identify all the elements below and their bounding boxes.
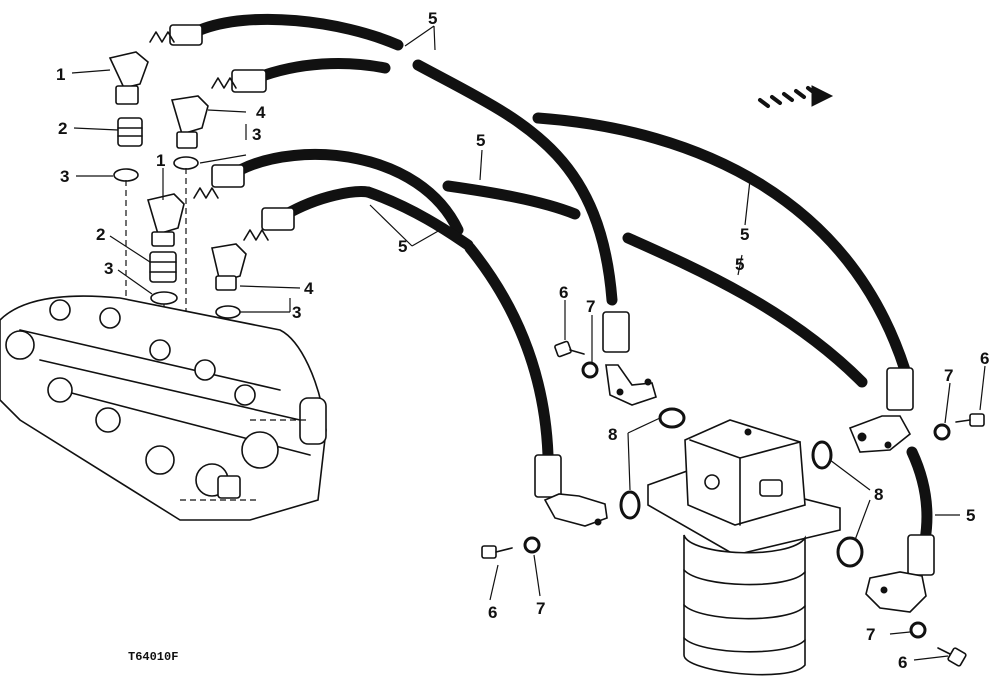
o-ring-8-top — [658, 407, 686, 429]
o-ring-3-top — [113, 168, 139, 182]
o-ring-3-lower-right — [215, 305, 241, 319]
callout-3-upper-right: 3 — [252, 125, 261, 144]
hose-long-arc-to-motor — [412, 59, 618, 306]
callout-7-upper-left: 7 — [586, 297, 595, 316]
callout-5-diagonal: 5 — [735, 255, 744, 274]
o-ring-8-right-bottom — [836, 536, 864, 568]
callout-3-top: 3 — [60, 167, 69, 186]
hose-end-3 — [193, 164, 245, 199]
callout-2-top: 2 — [58, 119, 67, 138]
hose-end-elbow-lower — [534, 454, 608, 527]
hoses — [194, 13, 933, 546]
adapter-2-top — [117, 117, 143, 147]
figure-reference: T64010F — [128, 650, 178, 664]
callout-4-upper: 4 — [256, 103, 266, 122]
callout-7-right: 7 — [944, 366, 953, 385]
leader-lines — [71, 25, 986, 661]
elbow-fitting-1-top — [108, 51, 149, 105]
hydraulic-motor — [647, 419, 841, 676]
o-ring-3-upper-right — [173, 156, 199, 170]
callout-3-lower-right: 3 — [292, 303, 301, 322]
control-valve — [0, 295, 327, 521]
hose-end-lower-right — [865, 534, 935, 613]
callout-6-right: 6 — [980, 349, 989, 368]
hose-end-4 — [243, 207, 295, 241]
callout-7-lower-right: 7 — [866, 625, 875, 644]
washer-7-lower-right — [909, 621, 927, 639]
adapter-2-middle — [149, 251, 177, 283]
o-ring-8-right-top — [811, 440, 833, 470]
front-direction-arrow-icon — [758, 85, 834, 108]
callout-5-left-lower: 5 — [398, 237, 407, 256]
hose-fittings — [149, 24, 935, 613]
hose-end-1 — [149, 24, 203, 46]
callout-1-top: 1 — [56, 65, 65, 84]
callout-4-lower: 4 — [304, 279, 314, 298]
elbow-fitting-4-upper — [170, 95, 209, 149]
callout-5-middle-top: 5 — [476, 131, 485, 150]
hose-middle-straight — [442, 180, 581, 220]
hose-end-motor-left — [602, 311, 657, 406]
callout-8-right: 8 — [874, 485, 883, 504]
hose-left-lower-second — [279, 186, 374, 221]
bolt-6-upper-left — [554, 340, 585, 358]
callout-6-lower-right: 6 — [898, 653, 907, 672]
callout-5-top: 5 — [428, 9, 437, 28]
o-ring-3-middle — [150, 291, 178, 305]
o-ring-8-left — [619, 490, 641, 520]
hose-left-lower-arc — [234, 149, 464, 236]
hose-right-short — [906, 446, 933, 546]
washer-7-right — [933, 423, 951, 441]
hose-end-2 — [211, 69, 267, 93]
callout-8-left: 8 — [608, 425, 617, 444]
washer-7-upper-left — [581, 361, 599, 379]
hose-long-arc-right — [532, 112, 911, 376]
callout-3-middle: 3 — [104, 259, 113, 278]
hose-upper-segment — [259, 58, 391, 81]
callout-6-lower-left: 6 — [488, 603, 497, 622]
hose-end-motor-right — [848, 367, 914, 453]
elbow-fittings — [108, 51, 247, 319]
elbow-fitting-4-lower — [211, 243, 247, 291]
callout-1-middle: 1 — [156, 151, 165, 170]
hose-left-drop — [362, 186, 474, 251]
callout-5-right-arc: 5 — [740, 225, 749, 244]
elbow-fitting-1-middle — [146, 193, 185, 247]
bolt-6-lower-left — [481, 545, 513, 559]
callout-6-upper-left: 6 — [559, 283, 568, 302]
bolt-6-right — [955, 413, 985, 427]
bolt-6-lower-right — [937, 647, 967, 667]
callout-5-right: 5 — [966, 506, 975, 525]
hose-middle-diagonal — [622, 232, 868, 388]
washer-7-lower-left — [523, 536, 541, 554]
hose-top-left-segment — [194, 13, 404, 51]
bolts-and-washers — [481, 340, 985, 667]
hose-down-to-elbow — [464, 242, 554, 461]
callout-7-lower-left: 7 — [536, 599, 545, 618]
callout-labels: 1 2 3 1 2 3 4 3 4 3 5 5 5 5 5 5 6 7 8 6 … — [56, 9, 989, 672]
callout-2-middle: 2 — [96, 225, 105, 244]
